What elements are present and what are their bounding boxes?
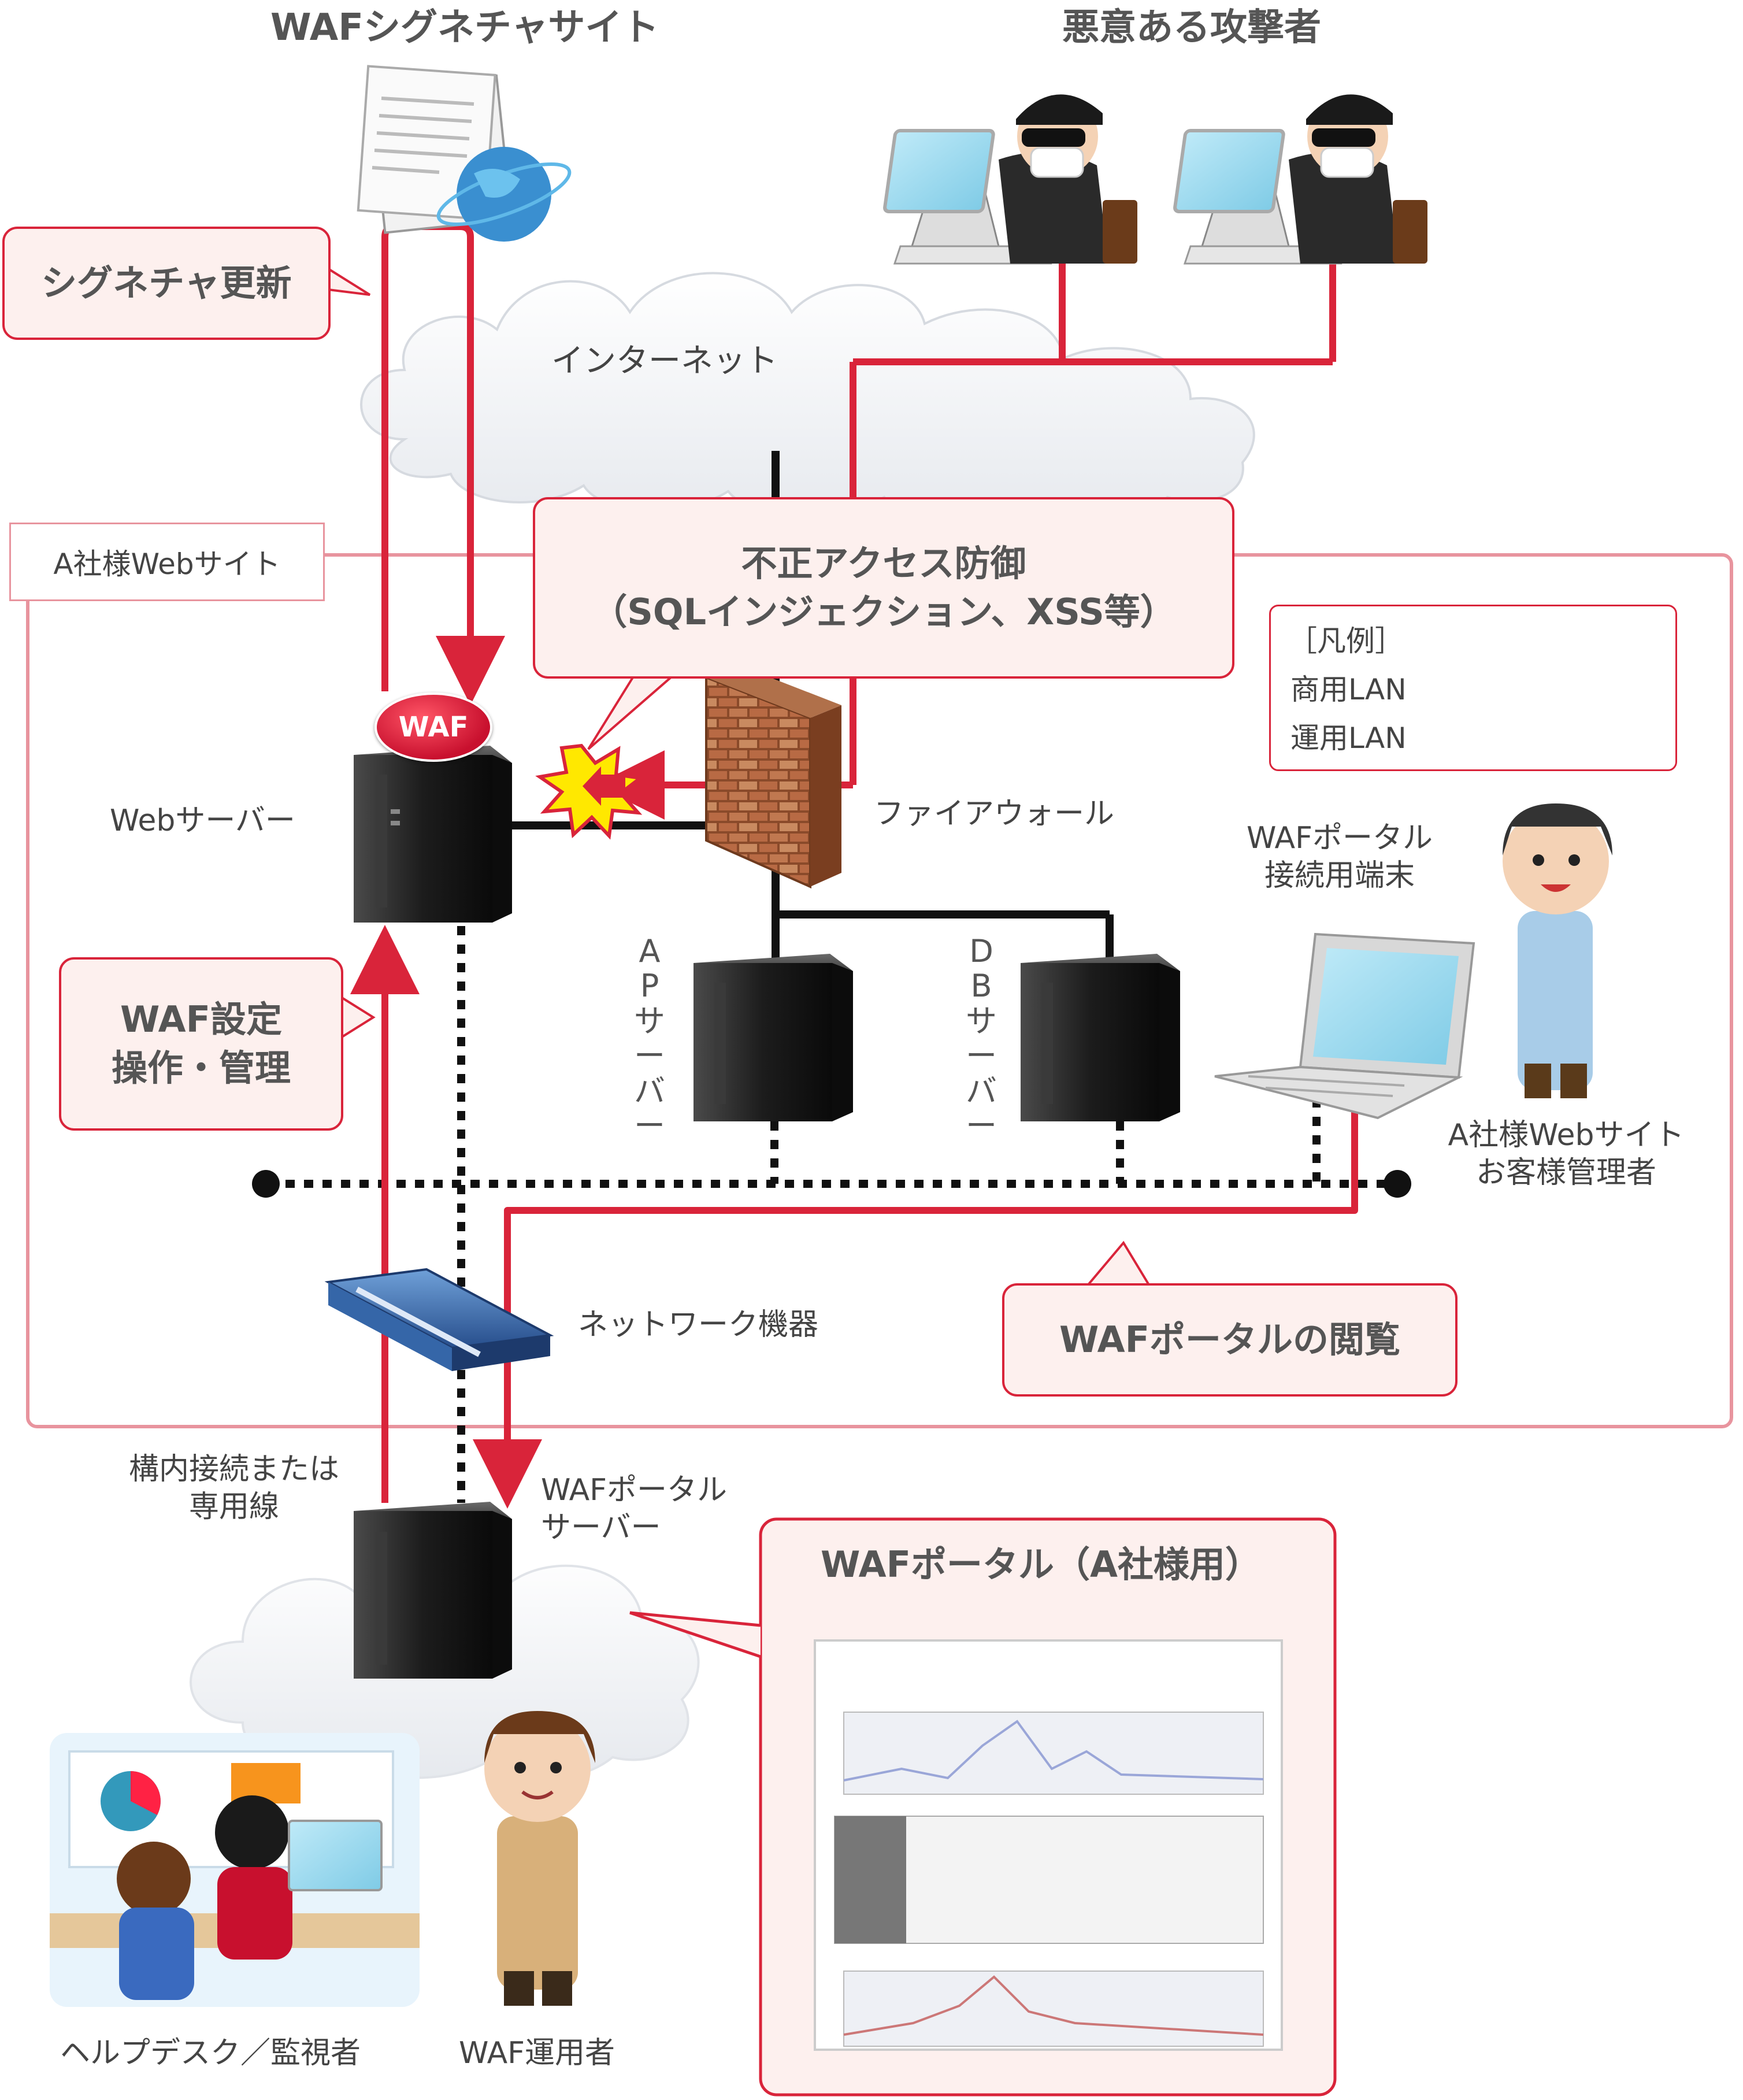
portal-callout-tail — [629, 1611, 761, 1658]
portal-server-label: WAFポータルサーバー — [541, 1473, 728, 1545]
site-tab: A社様Webサイト — [9, 523, 325, 601]
ap-server-icon — [694, 954, 853, 1121]
defense-callout-tail — [587, 672, 677, 750]
helpdesk-illustration — [50, 1733, 420, 2007]
portal-screenshot-thumbnail — [814, 1639, 1283, 2051]
web-server-label: Webサーバー — [110, 803, 295, 838]
portal-view-callout-tail — [1085, 1240, 1151, 1288]
legend-operational-lan: 運用LAN — [1290, 721, 1407, 755]
customer-admin-person-icon — [1503, 803, 1612, 1098]
signature-update-callout: シグネチャ更新 — [2, 227, 331, 340]
firewall-label: ファイアウォール — [874, 797, 1115, 831]
operational-lan-lines — [267, 908, 1396, 1503]
connection-label: 構内接続または専用線 — [128, 1452, 339, 1524]
signature-callout-tail — [322, 265, 371, 296]
lan-endpoint-left — [252, 1170, 280, 1198]
db-server-icon — [1021, 954, 1180, 1121]
network-switch-icon — [324, 1268, 554, 1371]
operator-label: WAF運用者 — [459, 2036, 615, 2071]
portal-view-callout: WAFポータルの閲覧 — [1002, 1283, 1458, 1397]
waf-settings-callout: WAF設定操作・管理 — [59, 957, 343, 1131]
portal-terminal-label: WAFポータル接続用端末 — [1246, 821, 1433, 893]
legend: ［凡例］ 商用LAN 運用LAN — [1269, 605, 1677, 771]
portal-server-icon — [354, 1502, 512, 1679]
helpdesk-label: ヘルプデスク／監視者 — [60, 2036, 361, 2071]
attackers-label: 悪意ある攻撃者 — [1062, 6, 1321, 49]
waf-badge: WAF — [374, 692, 492, 762]
portal-terminal-laptop-icon — [1214, 932, 1475, 1120]
internet-label: インターネット — [551, 342, 778, 380]
attacker-icon — [883, 94, 1137, 265]
lan-endpoint-right — [1384, 1170, 1411, 1198]
customer-admin-label: A社様Webサイトお客様管理者 — [1448, 1118, 1685, 1190]
legend-title: ［凡例］ — [1288, 624, 1404, 658]
defense-callout: 不正アクセス防御（SQLインジェクション、XSS等） — [533, 497, 1234, 679]
web-server-icon — [354, 746, 512, 923]
legend-commercial-lan: 商用LAN — [1290, 673, 1407, 706]
firewall-icon — [705, 665, 841, 889]
network-device-label: ネットワーク機器 — [578, 1308, 819, 1342]
signature-site-label: WAFシグネチャサイト — [270, 6, 659, 49]
waf-operator-person-icon — [484, 1711, 595, 2006]
signature-site-icon — [357, 65, 572, 242]
internet-cloud — [360, 272, 1255, 525]
settings-callout-tail — [335, 993, 376, 1042]
portal-title: WAFポータル（A社様用） — [821, 1543, 1261, 1586]
attacker-icon — [1173, 94, 1427, 265]
attack-blocked-icon — [535, 743, 645, 840]
